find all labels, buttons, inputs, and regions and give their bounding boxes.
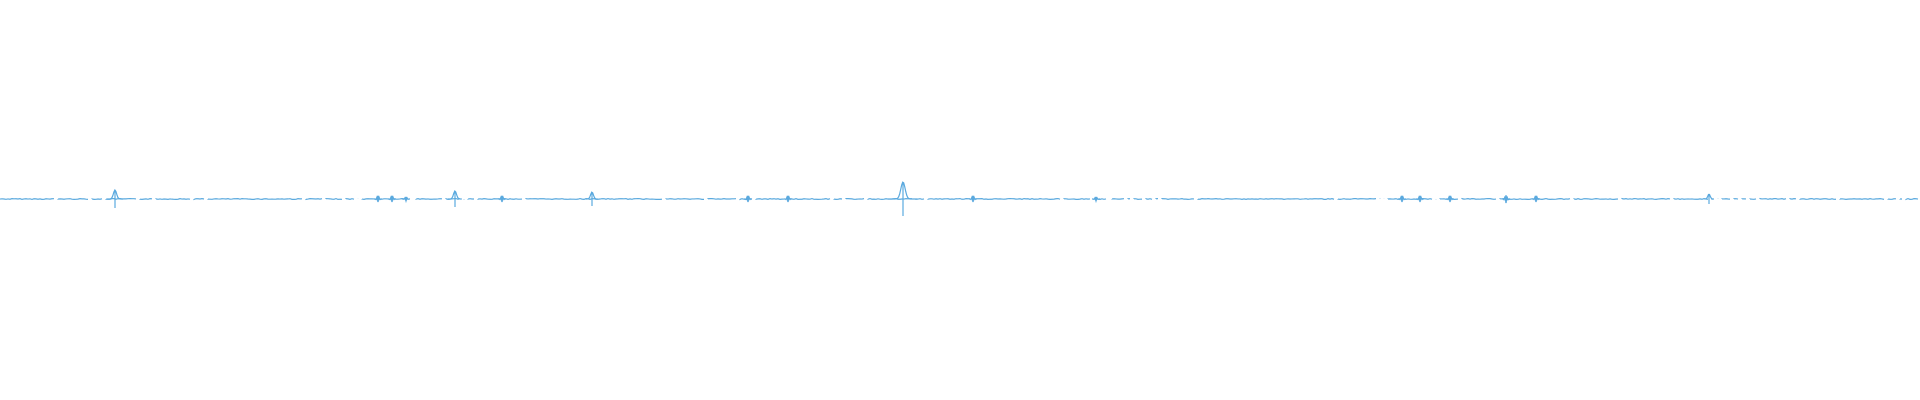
waveform-trace bbox=[0, 181, 1919, 216]
waveform-baseline bbox=[0, 197, 1919, 201]
